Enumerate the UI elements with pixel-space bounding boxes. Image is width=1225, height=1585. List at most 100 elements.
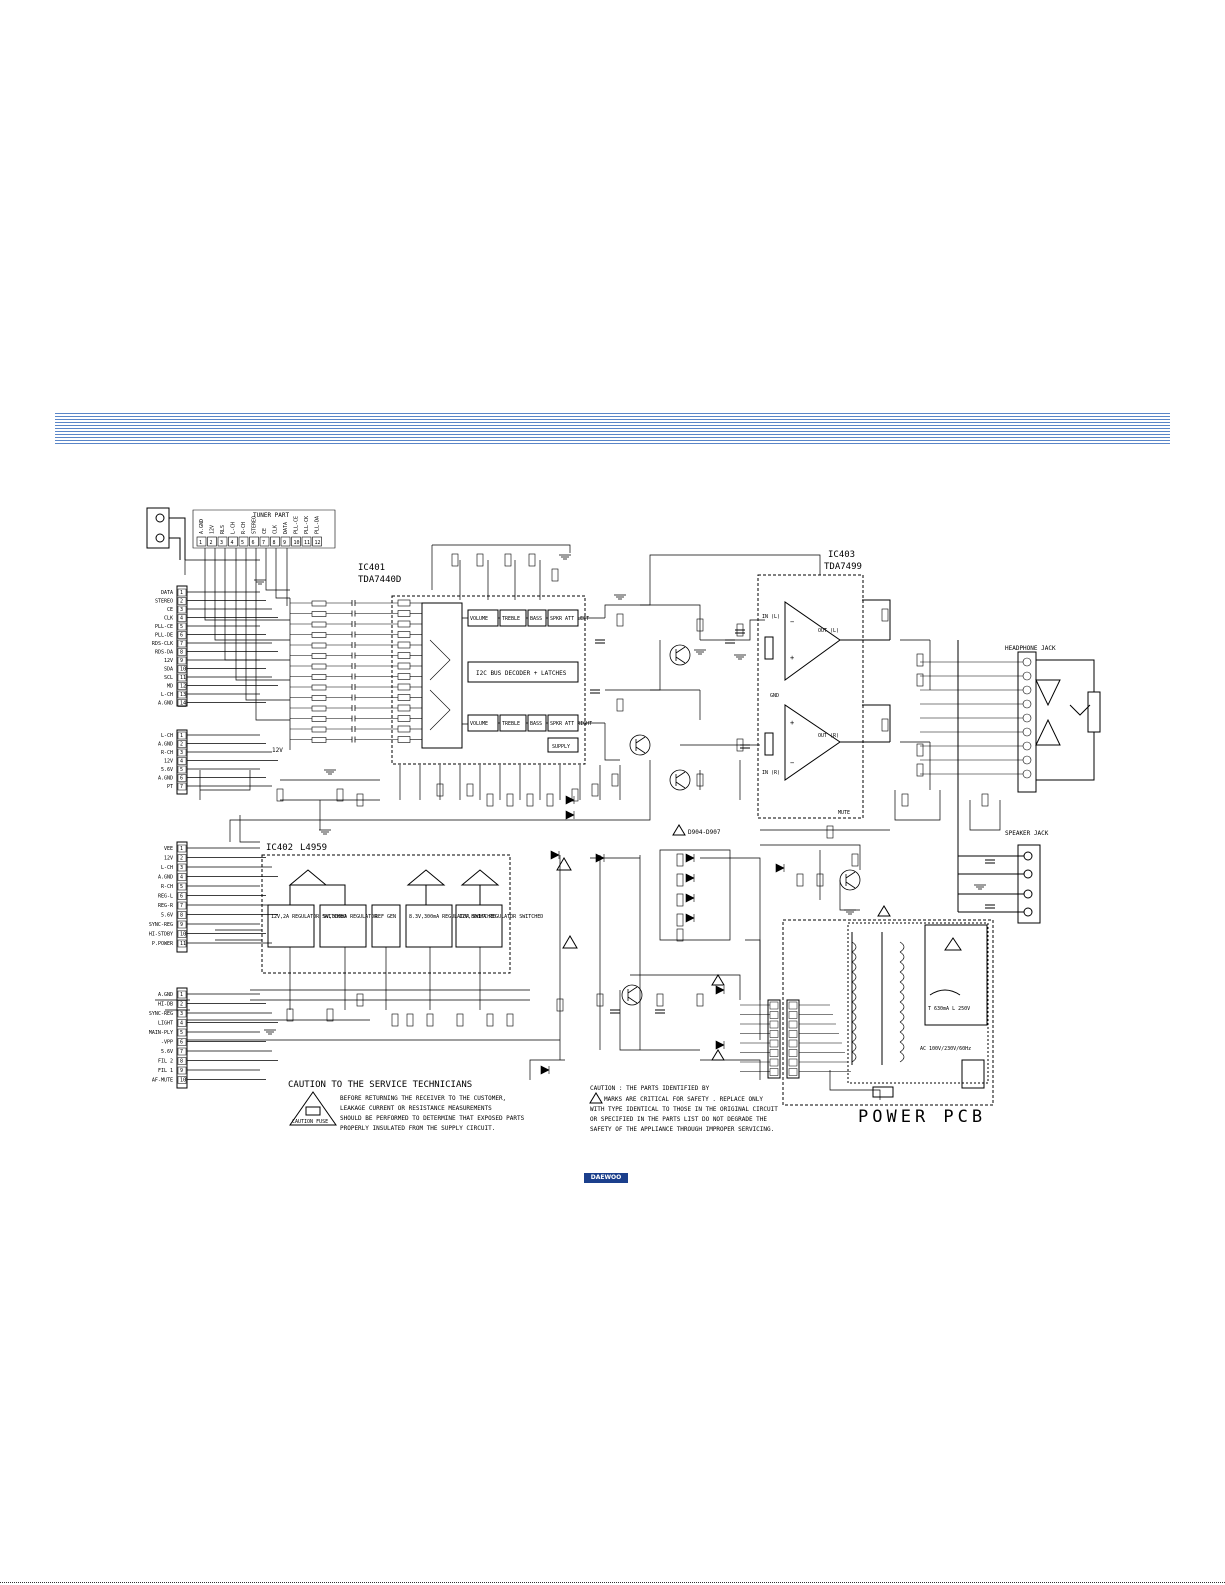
- connector-pin-label: 12V: [164, 658, 173, 664]
- tuner-pin-num: 11: [304, 540, 310, 546]
- speaker-jack: SPEAKER JACK: [957, 640, 1049, 924]
- connector-pin-label: DATA: [161, 590, 173, 596]
- connector-pin-num: 3: [180, 1011, 183, 1017]
- connector-pin-num: 2: [180, 599, 183, 605]
- connector-pin-label: FIL 1: [158, 1068, 173, 1074]
- connector-pin-num: 4: [180, 616, 183, 622]
- tuner-pin-num: 7: [262, 540, 265, 546]
- tuner-pin-num: 2: [210, 540, 213, 546]
- connector-pin-label: L-CH: [161, 692, 173, 698]
- connector-pin-num: 4: [180, 875, 183, 881]
- svg-text:I2C BUS DECODER + LATCHES: I2C BUS DECODER + LATCHES: [476, 670, 567, 677]
- tuner-connector: TUNER PART 1A.GND212V3RLS4L-CH5R-CH6STER…: [192, 509, 336, 549]
- svg-text:T 630mA L 250V: T 630mA L 250V: [928, 1006, 970, 1012]
- svg-text:5V,300mA REGULATOR: 5V,300mA REGULATOR: [323, 914, 378, 920]
- svg-text:GND: GND: [770, 693, 779, 699]
- connector-pin-label: RDS-CLK: [152, 641, 173, 647]
- speaker-title: SPEAKER JACK: [1005, 830, 1049, 837]
- ic401-ref: IC401: [358, 563, 385, 573]
- connector-pin-label: P.POWER: [152, 941, 174, 947]
- connector-pin-num: 7: [180, 784, 183, 790]
- connector-pin-label: A.GND: [158, 776, 173, 782]
- tuner-title: TUNER PART: [253, 512, 290, 519]
- connector-pin-num: 2: [180, 742, 183, 748]
- headphone-title: HEADPHONE JACK: [1005, 645, 1056, 652]
- tuner-pin-num: 1: [199, 540, 202, 546]
- svg-text:CAUTION : THE PARTS IDENTIFIED: CAUTION : THE PARTS IDENTIFIED BY: [590, 1085, 710, 1092]
- svg-text:REF GEN: REF GEN: [375, 914, 396, 920]
- connector-pin-num: 6: [180, 633, 183, 639]
- connector-pin-num: 5: [180, 884, 183, 890]
- header-band: [55, 413, 1170, 445]
- svg-text:IN (R): IN (R): [762, 770, 780, 776]
- svg-text:−: −: [790, 759, 794, 767]
- connector-pin-label: VEE: [164, 846, 173, 852]
- svg-text:−: −: [790, 618, 794, 626]
- connector-pin-num: 2: [180, 1002, 183, 1008]
- svg-text:BASS: BASS: [530, 721, 542, 727]
- connector-pin-num: 8: [180, 650, 183, 656]
- connector-pin-label: RDS-DA: [155, 650, 173, 656]
- connector-pin-label: PLL-DE: [155, 633, 173, 639]
- caution-parts-block: CAUTION : THE PARTS IDENTIFIED BY MARKS …: [589, 1085, 778, 1133]
- connector-pin-label: FIL 2: [158, 1059, 173, 1065]
- connector-pin-label: SCL: [164, 675, 173, 681]
- connector-pin-label: L-CH: [161, 865, 173, 871]
- svg-text:12V,800mA REGULATOR SWITCHED: 12V,800mA REGULATOR SWITCHED: [459, 914, 543, 920]
- svg-text:PROPERLY INSULATED FROM THE SU: PROPERLY INSULATED FROM THE SUPPLY CIRCU…: [340, 1125, 495, 1132]
- connector-pin-num: 8: [180, 1059, 183, 1065]
- connector-pin-num: 1: [180, 590, 183, 596]
- tuner-pin-num: 12: [315, 540, 321, 546]
- connector-pin-label: PT: [167, 784, 173, 790]
- tuner-pin-label: PLL-CK: [304, 516, 310, 534]
- svg-text:BASS: BASS: [530, 616, 542, 622]
- connector-pin-label: 12V: [164, 759, 173, 765]
- connector-pin-label: SDA: [164, 667, 173, 673]
- connector-pin-num: 1: [180, 733, 183, 739]
- svg-text:OUT (L): OUT (L): [818, 628, 839, 634]
- tuner-pin-label: R-CH: [241, 522, 247, 534]
- svg-text:LEAKAGE CURRENT OR RESISTANCE: LEAKAGE CURRENT OR RESISTANCE MEASUREMEN…: [340, 1105, 492, 1112]
- svg-text:8.3V,300mA REGULATOR SWITCHED: 8.3V,300mA REGULATOR SWITCHED: [409, 914, 496, 920]
- ic403-ref: IC403: [828, 550, 855, 560]
- connector-pin-num: 7: [180, 641, 183, 647]
- connector-pin-label: R-CH: [161, 884, 173, 890]
- svg-text:SPKR ATT RIGHT: SPKR ATT RIGHT: [550, 721, 592, 727]
- connector-pin-num: 7: [180, 903, 183, 909]
- tuner-pin-label: RLS: [220, 525, 226, 534]
- connector-pin-num: 2: [180, 856, 183, 862]
- connector-pin-num: 9: [180, 922, 183, 928]
- connector-pin-num: 5: [180, 767, 183, 773]
- footer-rule: [0, 1582, 1225, 1583]
- warning-triangles: D904-D907 12V: [272, 747, 891, 1061]
- connector-pin-label: L-CH: [161, 733, 173, 739]
- tuner-pin-label: PLL-DA: [315, 516, 321, 534]
- connector-pin-num: 8: [180, 913, 183, 919]
- connector-pin-label: R-CH: [161, 750, 173, 756]
- svg-text:SAFETY OF THE APPLIANCE THROUG: SAFETY OF THE APPLIANCE THROUGH IMPROPER…: [590, 1126, 774, 1133]
- svg-text:+: +: [790, 719, 794, 727]
- connector-pin-num: 10: [180, 1078, 186, 1084]
- tuner-pin-num: 4: [231, 540, 234, 546]
- ic402-part: L4959: [300, 843, 327, 853]
- svg-text:OR SPECIFIED IN THE PARTS LIST: OR SPECIFIED IN THE PARTS LIST DO NOT DE…: [590, 1116, 767, 1123]
- tuner-pin-label: L-CH: [231, 522, 237, 534]
- connector-pin-num: 10: [180, 667, 186, 673]
- svg-text:MARKS ARE CRITICAL FOR SAFETY: MARKS ARE CRITICAL FOR SAFETY . REPLACE …: [604, 1096, 763, 1103]
- connector-pin-num: 1: [180, 846, 183, 852]
- connector-pin-label: MAIN-PLY: [149, 1030, 173, 1036]
- svg-text:D904-D907: D904-D907: [688, 829, 721, 836]
- svg-text:OUT (R): OUT (R): [818, 733, 839, 739]
- svg-text:BEFORE RETURNING THE RECEIVER: BEFORE RETURNING THE RECEIVER TO THE CUS…: [340, 1095, 506, 1102]
- tuner-pin-num: 5: [241, 540, 244, 546]
- connector-pin-label: HI-DB: [158, 1002, 173, 1008]
- tuner-pin-label: 12V: [210, 525, 216, 534]
- connector-pin-label: 5.6V: [161, 767, 173, 773]
- connector-pin-label: -VPP: [161, 1040, 173, 1046]
- connector-pin-num: 4: [180, 1021, 183, 1027]
- ic401: IC401 TDA7440D VOLUME TREBLE BASS SPKR A…: [290, 563, 605, 765]
- svg-text:CAUTION FUSE: CAUTION FUSE: [292, 1119, 328, 1125]
- tuner-pin-label: A.GND: [199, 519, 205, 534]
